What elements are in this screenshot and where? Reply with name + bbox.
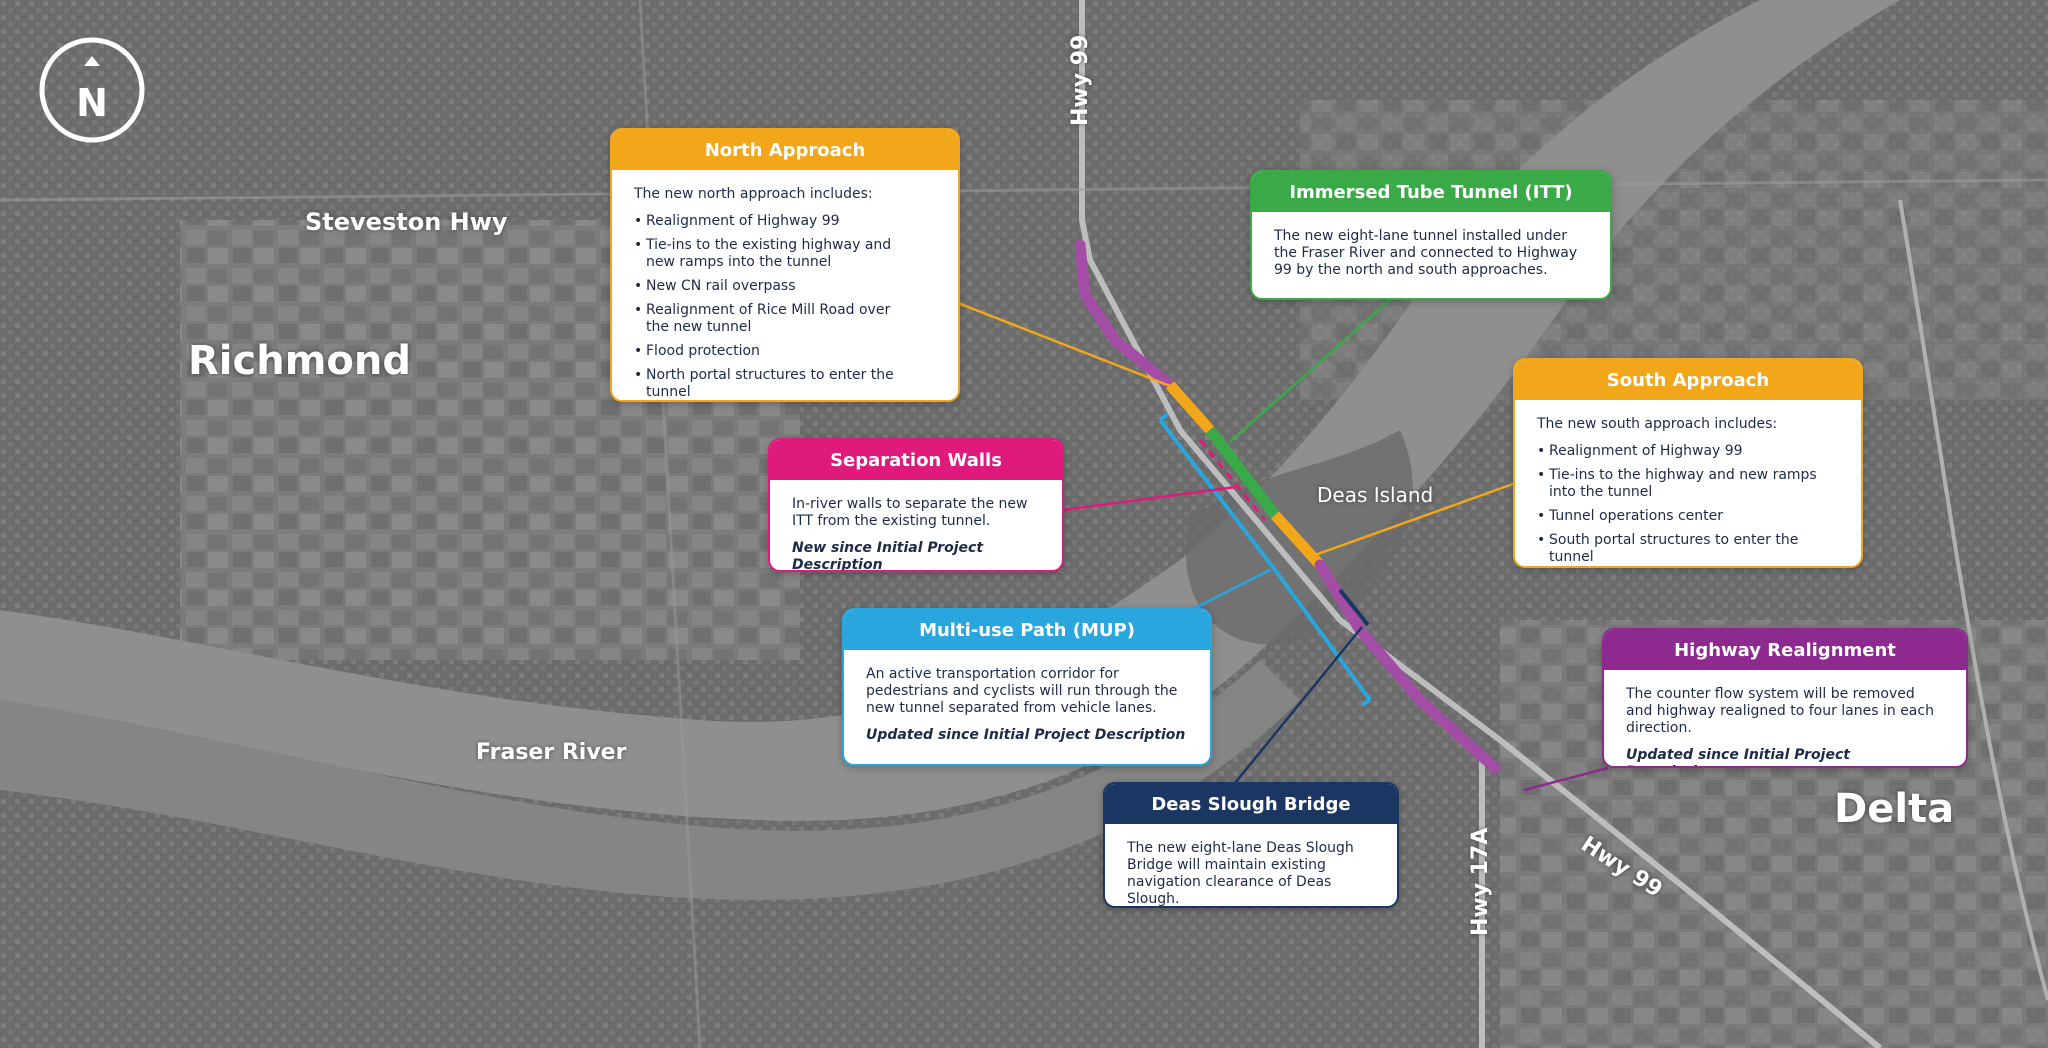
label-deas-island: Deas Island <box>1317 483 1434 507</box>
callout-intro: The new north approach includes: <box>634 186 873 202</box>
callout-body: The new eight-lane tunnel installed unde… <box>1274 228 1578 278</box>
callout-body: The counter flow system will be removed … <box>1626 686 1934 736</box>
callout-body: An active transportation corridor for pe… <box>866 666 1178 716</box>
label-hwy17a: Hwy 17A <box>1468 827 1493 936</box>
callout-body: In-river walls to separate the new ITT f… <box>792 496 1028 529</box>
list-item: Flood protection <box>634 343 936 360</box>
label-hwy99-north: Hwy 99 <box>1068 34 1093 126</box>
callout-title: South Approach <box>1515 360 1861 400</box>
list-item: Tie-ins to the existing highway and new … <box>634 237 896 271</box>
callout-list: Realignment of Highway 99 Tie-ins to the… <box>1537 443 1839 566</box>
label-fraser-river: Fraser River <box>476 740 627 765</box>
list-item: Realignment of Highway 99 <box>1537 443 1839 460</box>
callout-note: New since Initial Project Description <box>792 540 984 572</box>
list-item: Realignment of Highway 99 <box>634 213 936 230</box>
callout-north-approach: North Approach The new north approach in… <box>610 128 960 402</box>
callout-title: Highway Realignment <box>1604 630 1966 670</box>
callout-title: Separation Walls <box>770 440 1062 480</box>
label-delta: Delta <box>1834 786 1955 832</box>
callout-list: Realignment of Highway 99 Tie-ins to the… <box>634 213 936 400</box>
callout-title: North Approach <box>612 130 958 170</box>
label-steveston-hwy: Steveston Hwy <box>305 208 508 236</box>
callout-note: Updated since Initial Project Descriptio… <box>1626 747 1850 766</box>
list-item: North portal structures to enter the tun… <box>634 367 936 400</box>
callout-title: Multi-use Path (MUP) <box>844 610 1210 650</box>
compass-label: N <box>76 81 108 125</box>
label-richmond: Richmond <box>188 338 411 384</box>
callout-mup: Multi-use Path (MUP) An active transport… <box>842 608 1212 766</box>
callout-intro: The new south approach includes: <box>1537 416 1778 432</box>
callout-note: Updated since Initial Project Descriptio… <box>866 727 1186 743</box>
callout-deas-slough-bridge: Deas Slough Bridge The new eight-lane De… <box>1103 782 1399 908</box>
list-item: South portal structures to enter the tun… <box>1537 532 1839 566</box>
list-item: Realignment of Rice Mill Road over the n… <box>634 302 896 336</box>
list-item: New CN rail overpass <box>634 278 936 295</box>
list-item: Tunnel operations center <box>1537 508 1839 525</box>
list-item: Tie-ins to the highway and new ramps int… <box>1537 467 1829 501</box>
callout-itt: Immersed Tube Tunnel (ITT) The new eight… <box>1250 170 1612 300</box>
callout-title: Immersed Tube Tunnel (ITT) <box>1252 172 1610 212</box>
callout-body: The new eight-lane Deas Slough Bridge wi… <box>1127 840 1354 907</box>
callout-title: Deas Slough Bridge <box>1105 784 1397 824</box>
callout-separation-walls: Separation Walls In-river walls to separ… <box>768 438 1064 572</box>
callout-highway-realignment: Highway Realignment The counter flow sys… <box>1602 628 1968 768</box>
north-arrow-icon: N <box>39 37 145 143</box>
callout-south-approach: South Approach The new south approach in… <box>1513 358 1863 568</box>
